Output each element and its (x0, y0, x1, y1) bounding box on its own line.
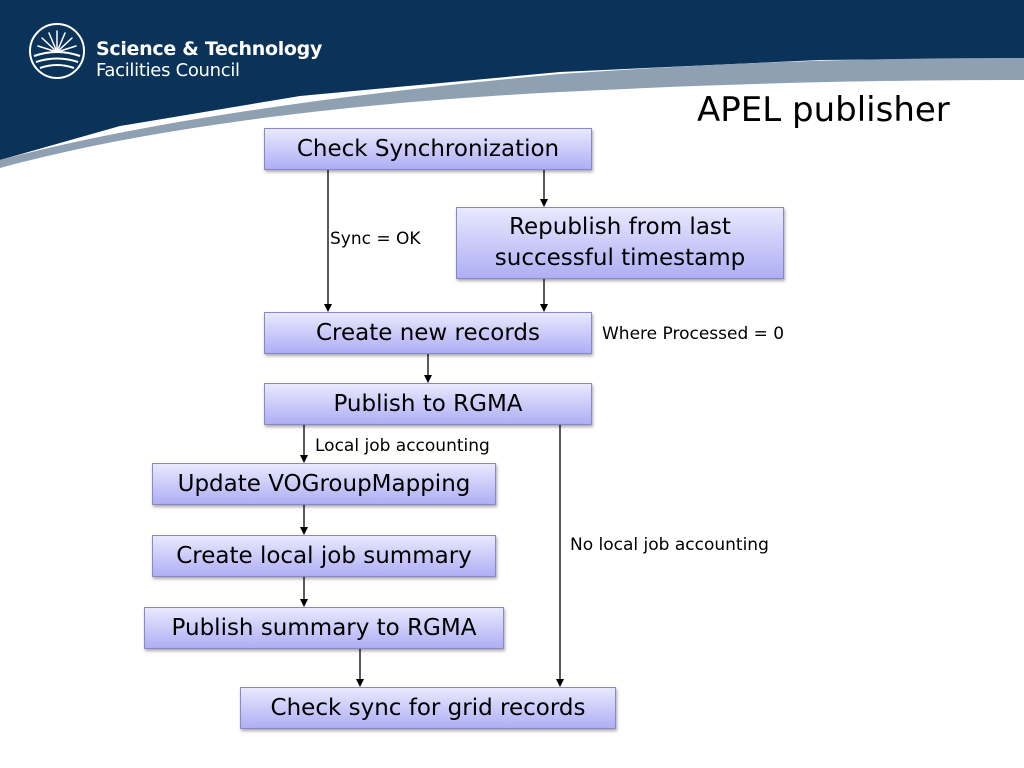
check-synchronization-box: Check Synchronization (264, 128, 592, 170)
republish-label-line2: successful timestamp (494, 245, 746, 271)
republish-label-line1: Republish from last (509, 214, 731, 240)
create-new-records-label: Create new records (315, 319, 541, 346)
check-sync-grid-records-box: Check sync for grid records (240, 687, 616, 729)
check-sync-grid-records-label: Check sync for grid records (270, 694, 586, 721)
create-new-records-box: Create new records (264, 312, 592, 354)
publish-summary-to-rgma-box: Publish summary to RGMA (144, 607, 504, 649)
header-swoosh (0, 58, 1024, 168)
republish-box: Republish from last successful timestamp (456, 207, 784, 279)
check-synchronization-label: Check Synchronization (296, 135, 560, 162)
header-background (0, 0, 1024, 160)
publish-summary-to-rgma-label: Publish summary to RGMA (171, 614, 477, 641)
org-name-line1: Science & Technology (96, 38, 323, 60)
where-processed-label: Where Processed = 0 (602, 324, 785, 344)
create-local-job-summary-label: Create local job summary (176, 542, 472, 569)
org-name-line2: Facilities Council (96, 60, 240, 81)
publish-to-rgma-box: Publish to RGMA (264, 383, 592, 425)
sync-ok-label: Sync = OK (330, 229, 421, 249)
no-local-job-accounting-label: No local job accounting (570, 535, 769, 555)
stfc-sunburst-logo-icon (29, 23, 85, 79)
update-vogroupmapping-box: Update VOGroupMapping (152, 463, 496, 505)
create-local-job-summary-box: Create local job summary (152, 535, 496, 577)
local-job-accounting-label: Local job accounting (315, 436, 490, 456)
header-band (0, 0, 1024, 168)
publish-to-rgma-label: Publish to RGMA (333, 390, 523, 417)
slide-title: APEL publisher (697, 90, 950, 130)
update-vogroupmapping-label: Update VOGroupMapping (177, 470, 471, 497)
